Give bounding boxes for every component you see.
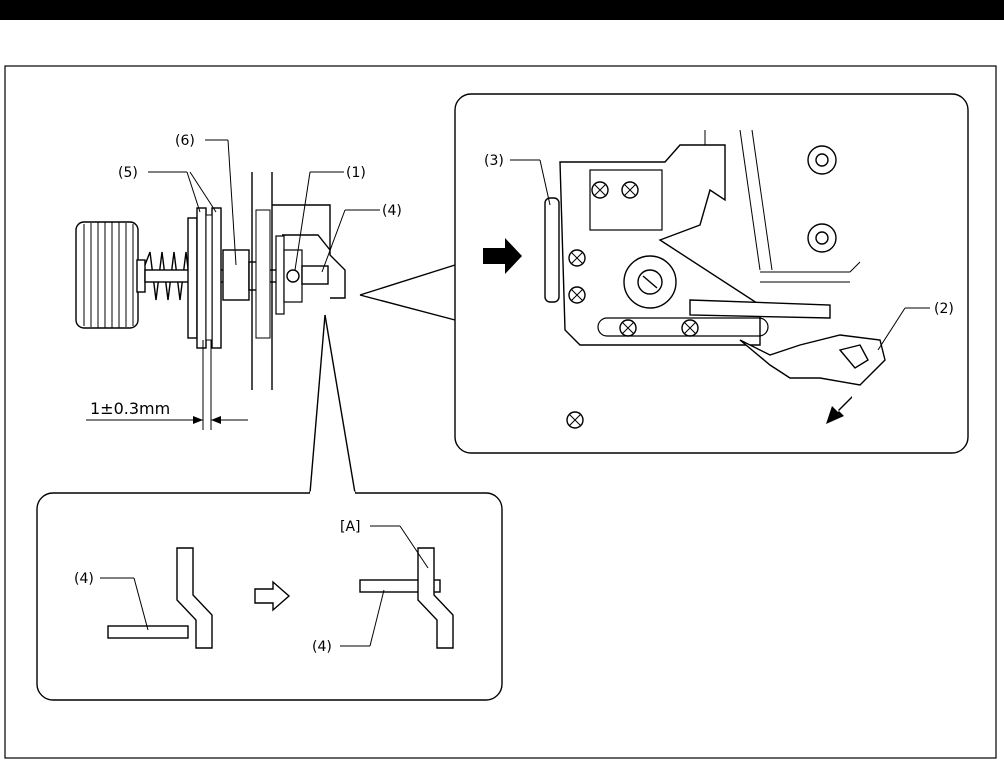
header-bar [0, 0, 1004, 20]
knob [76, 222, 145, 328]
label-4-before: (4) [74, 571, 94, 587]
detail-box-right: (3) (2) [455, 94, 968, 453]
label-3: (3) [484, 153, 504, 169]
lever-before [108, 626, 188, 638]
stud [287, 270, 299, 282]
dimension-label: 1±0.3mm [90, 399, 170, 418]
label-6: (6) [175, 133, 195, 149]
label-4: (4) [382, 203, 402, 219]
bracket [272, 205, 345, 314]
label-5: (5) [118, 165, 138, 181]
tension-discs [188, 208, 221, 348]
tension-assembly-diagram: (6) (5) (1) (4) 1±0.3mm [76, 133, 402, 430]
label-2: (2) [934, 301, 954, 317]
detail-box-bottom: (4) [A] (4) [37, 493, 502, 700]
label-a: [A] [340, 519, 361, 535]
label-1: (1) [346, 165, 366, 181]
lever [302, 266, 328, 284]
label-4-after: (4) [312, 639, 332, 655]
